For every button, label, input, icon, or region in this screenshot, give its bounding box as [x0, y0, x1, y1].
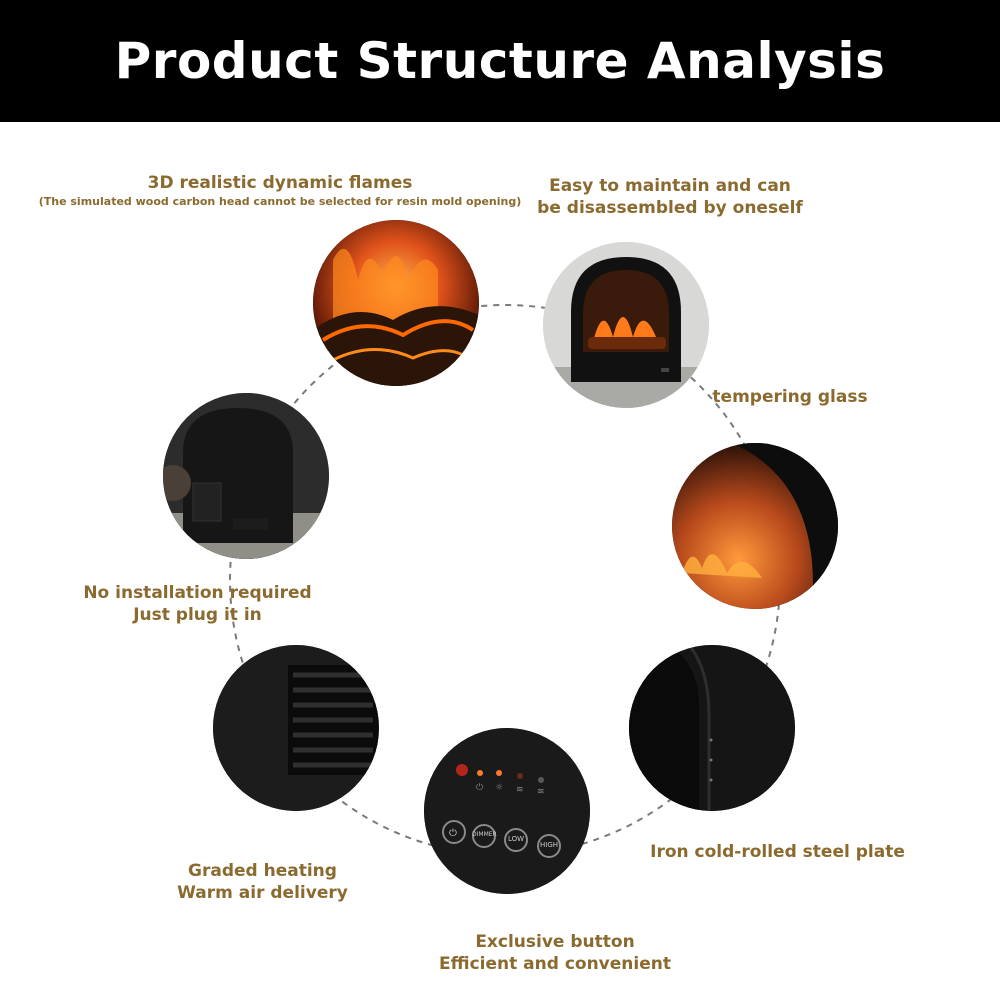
button-label-line1: Exclusive button [475, 932, 635, 952]
maintain-label-line2: be disassembled by oneself [537, 198, 803, 218]
heating-label: Graded heating Warm air delivery [145, 860, 380, 904]
svg-text:⏻: ⏻ [476, 782, 483, 793]
installation-label: No installation required Just plug it in [70, 582, 325, 626]
svg-text:⏻: ⏻ [449, 828, 457, 839]
heating-label-line2: Warm air delivery [177, 883, 348, 903]
svg-text:≋: ≋ [516, 785, 524, 795]
flames-image [313, 220, 479, 386]
power-button-icon [442, 820, 466, 844]
flames-label-note: (The simulated wood carbon head cannot b… [38, 195, 522, 208]
steel-plate-image [629, 645, 795, 811]
glass-label-text: tempering glass [712, 387, 868, 407]
steel-plate-label-text: Iron cold-rolled steel plate [650, 842, 905, 862]
steel-plate-label: Iron cold-rolled steel plate [650, 841, 905, 863]
maintain-label: Easy to maintain and can be disassembled… [520, 175, 820, 219]
button-label-line2: Efficient and convenient [439, 954, 671, 974]
installation-label-line1: No installation required [83, 583, 312, 603]
maintain-label-line1: Easy to maintain and can [549, 176, 791, 196]
installation-label-line2: Just plug it in [133, 605, 262, 625]
svg-text:☼: ☼ [495, 783, 503, 793]
low-button-label: LOW [507, 835, 525, 843]
svg-text:≋: ≋ [537, 787, 545, 797]
fireplace-front-image [543, 242, 709, 408]
back-panel-image [163, 393, 329, 559]
high-button-label: HIGH [539, 841, 559, 849]
button-label: Exclusive button Efficient and convenien… [425, 931, 685, 975]
page-title: Product Structure Analysis [114, 32, 886, 90]
tempering-glass-image [672, 443, 838, 609]
power-led-icon [456, 764, 468, 776]
flames-label: 3D realistic dynamic flames (The simulat… [30, 172, 530, 210]
flames-label-text: 3D realistic dynamic flames [147, 173, 413, 193]
dimmer-button-label: DIMMER [472, 831, 497, 838]
heating-label-line1: Graded heating [188, 861, 337, 881]
header-banner: Product Structure Analysis [0, 0, 1000, 122]
glass-label: tempering glass [690, 386, 890, 408]
heating-vent-image [213, 645, 379, 811]
control-panel-image: ⏻ ☼ ≋ ≋ ⏻ DIMMER LOW HIGH [424, 728, 590, 894]
